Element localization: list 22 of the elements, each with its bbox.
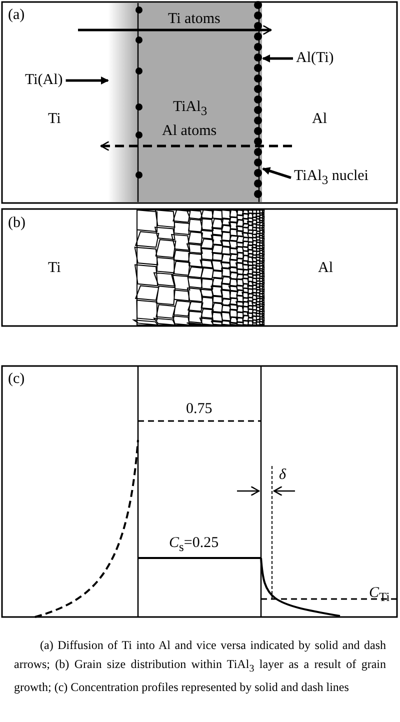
panel-label: (c) <box>8 372 25 387</box>
region-label: TiAl$_{3}$ <box>173 100 208 118</box>
value-label: 0.75 <box>186 402 212 417</box>
figure-caption: (a) Diffusion of Ti into Al and vice versa indicated by solid and dash arrows; (b) Grain size distribution within TiAl$_{3}$ layer as a result of grain growth; (c) Concentration profiles represented by solid and dash lines <box>14 637 386 696</box>
callout-label: Al(Ti) <box>296 51 334 66</box>
value-label: C$_{s}$=0.25 <box>169 536 219 554</box>
leader-line <box>66 76 109 84</box>
callout-label: Ti(Al) <box>25 73 63 88</box>
callout-label: TiAl$_{3}$ nuclei <box>294 169 368 186</box>
panel-label: (a) <box>8 8 25 23</box>
direction-label: Ti atoms <box>168 12 220 27</box>
region-label: Al <box>318 261 333 276</box>
panel-label: (b) <box>8 216 26 231</box>
region-label: Al <box>312 112 327 127</box>
direction-label: Al atoms <box>162 124 217 139</box>
diffusion-gradient <box>108 3 138 202</box>
leader-line <box>262 167 292 179</box>
symbol-label: δ <box>279 468 286 483</box>
leader-line <box>262 54 293 62</box>
region-label: Ti <box>48 112 61 127</box>
nuclei-row <box>254 1 262 202</box>
region-label: Ti <box>48 261 61 276</box>
